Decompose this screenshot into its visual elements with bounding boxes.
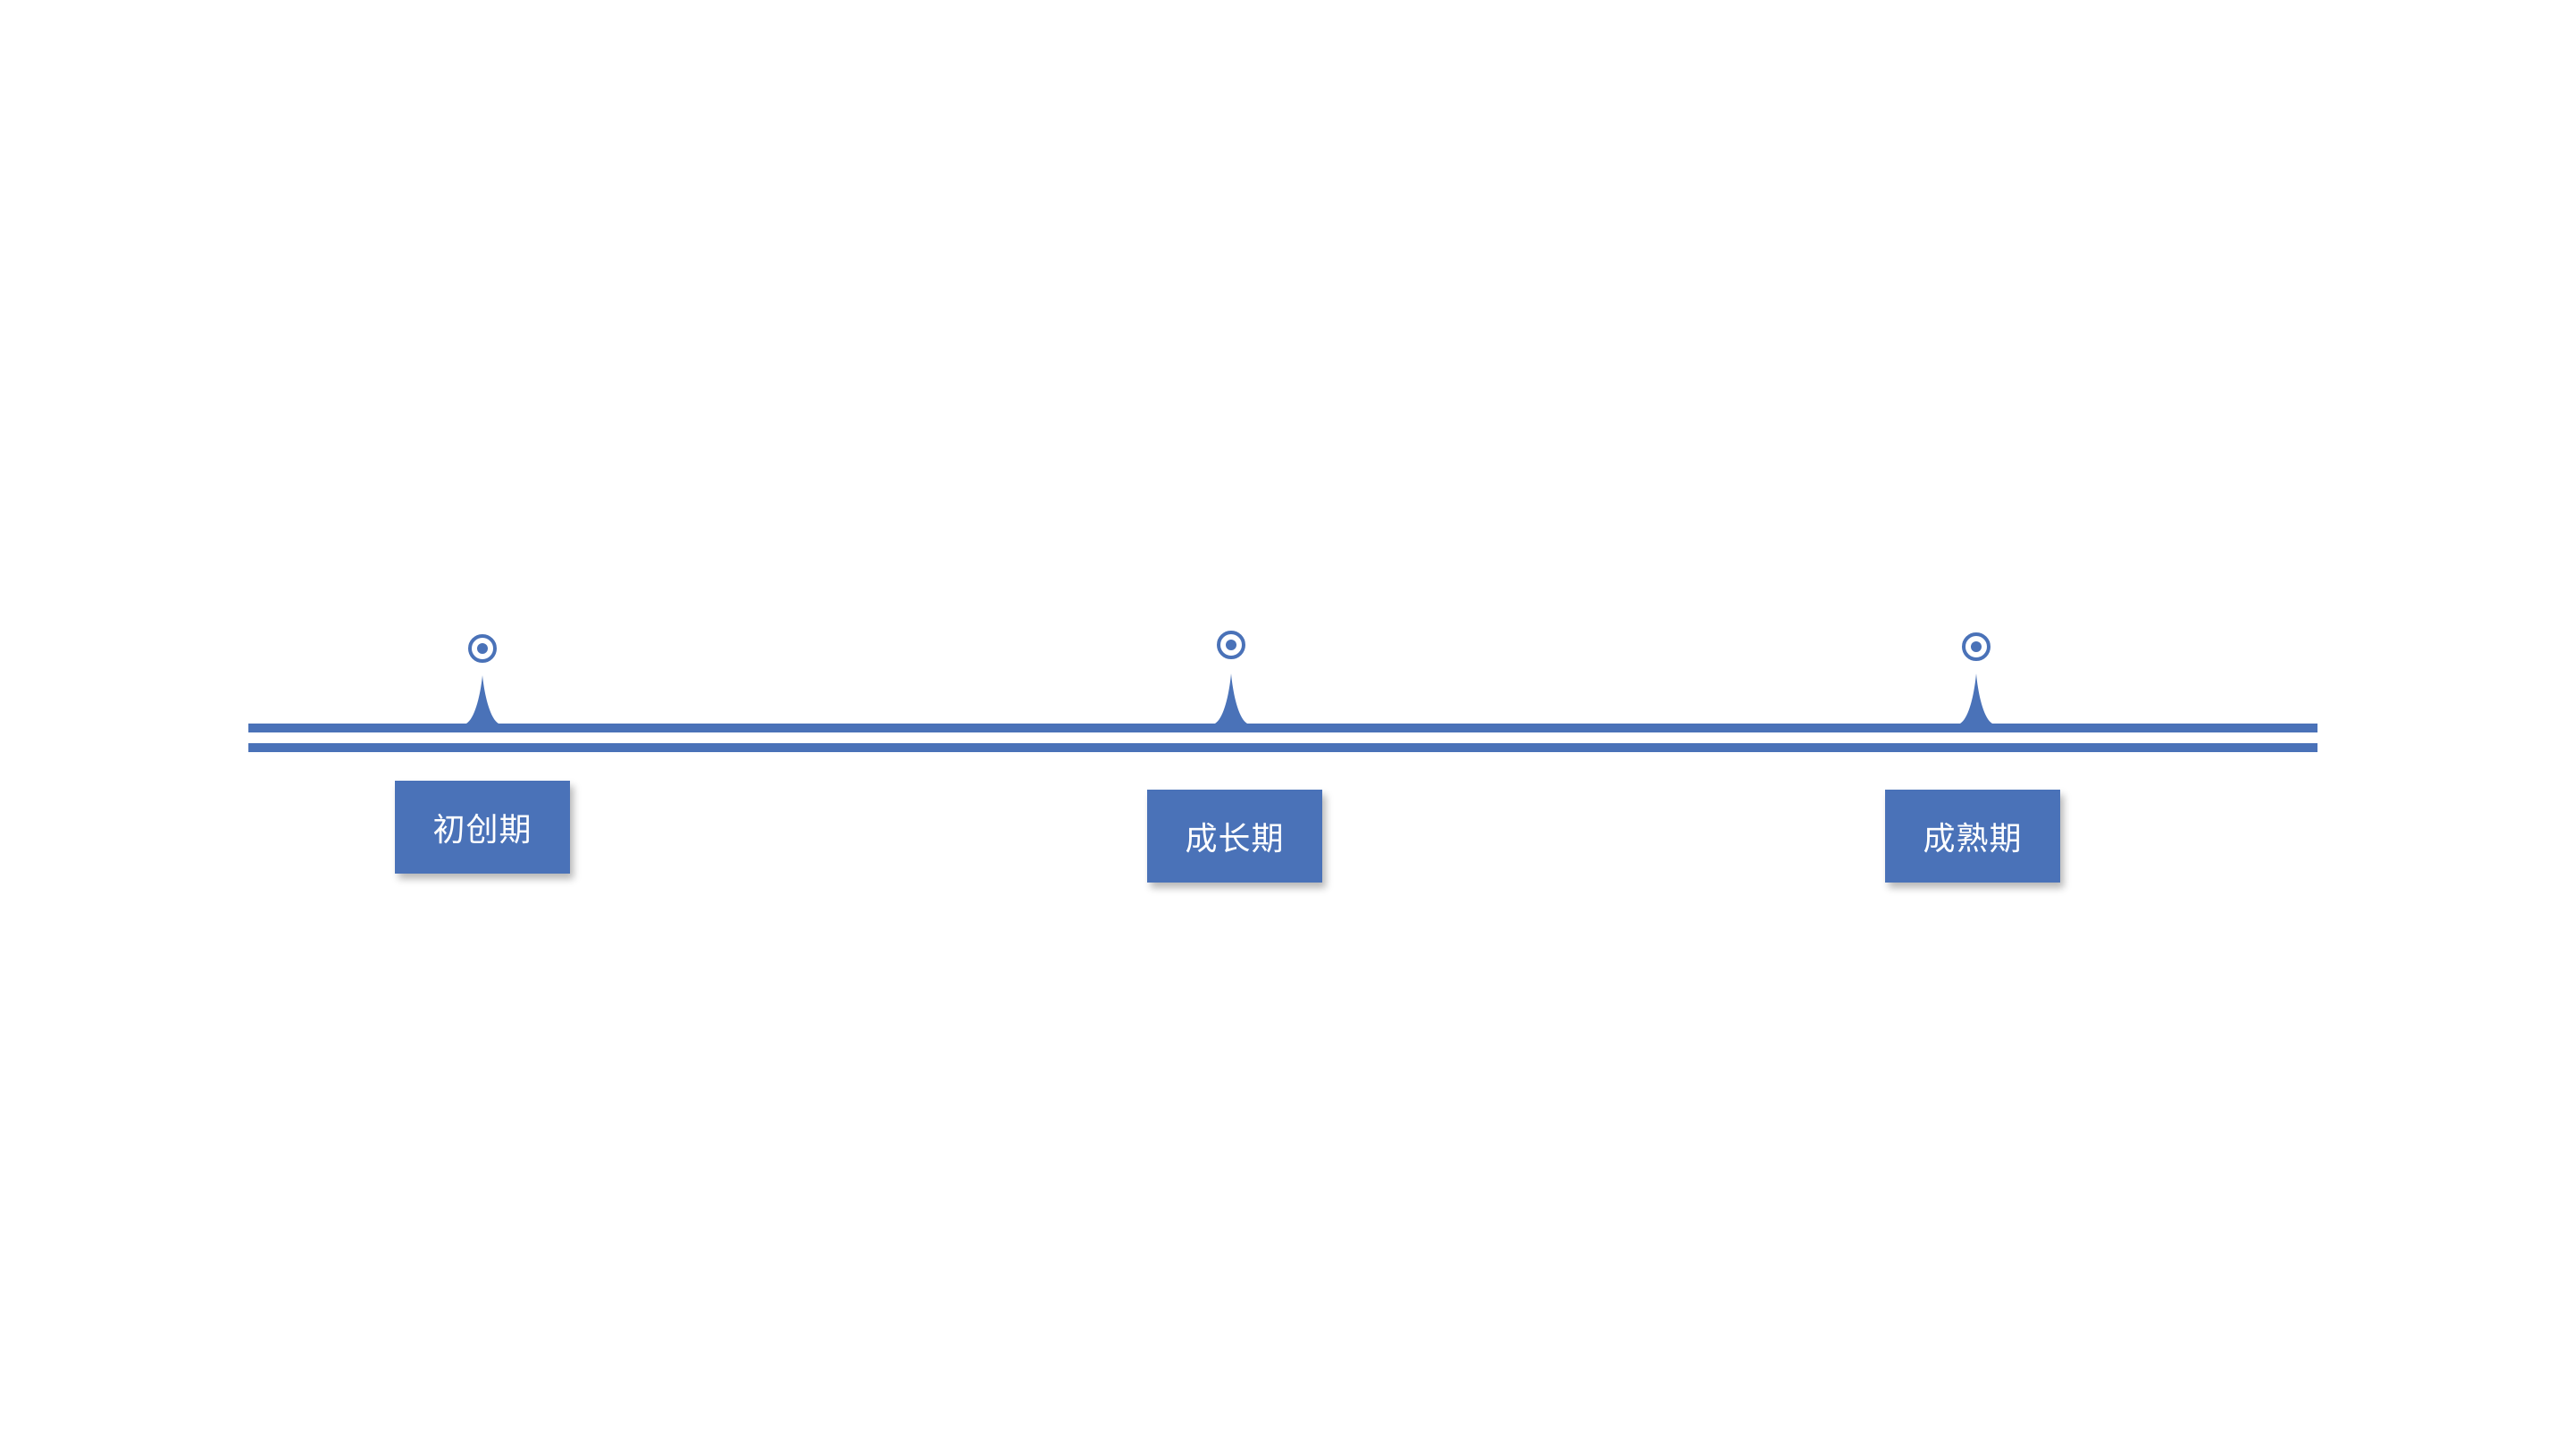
stage-marker-2 [1213, 627, 1249, 724]
timeline-rail-top [248, 724, 2317, 732]
stage-label-box-2: 成长期 [1147, 790, 1322, 883]
stage-label-1: 初创期 [432, 812, 532, 849]
timeline-rail-bottom [248, 743, 2317, 752]
stage-label-3: 成熟期 [1923, 821, 2023, 858]
stage-label-box-1: 初创期 [395, 781, 570, 874]
stage-marker-1 [465, 631, 500, 724]
stage-marker-3 [1958, 629, 1994, 724]
target-icon [1960, 632, 1992, 724]
target-icon [1215, 631, 1247, 724]
stage-label-2: 成长期 [1185, 821, 1285, 858]
target-icon [466, 634, 499, 724]
stage-label-box-3: 成熟期 [1885, 790, 2060, 883]
